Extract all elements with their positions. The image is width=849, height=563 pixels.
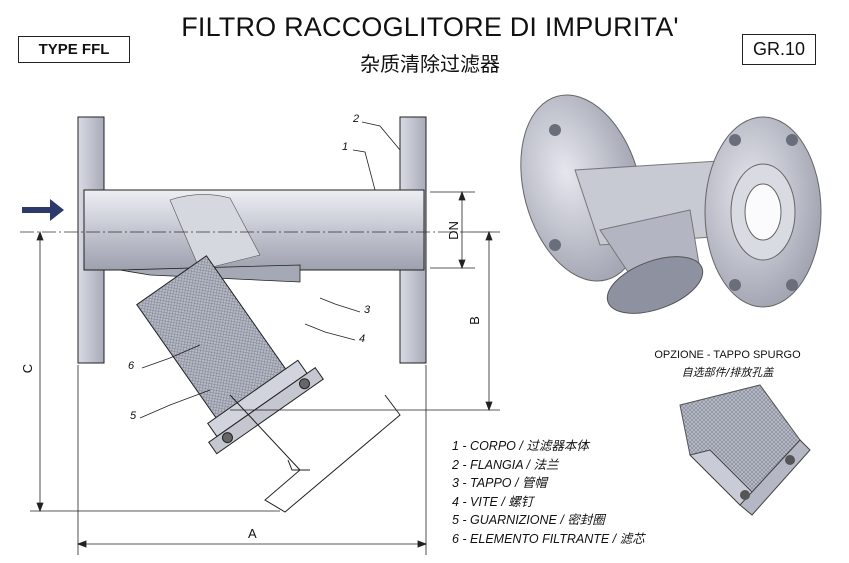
legend-item: 2 - FLANGIA / 法兰	[452, 457, 559, 472]
group-label: GR.10	[752, 39, 806, 59]
drain-plug-option-render	[679, 384, 811, 516]
callout-1: 1	[342, 141, 349, 153]
legend-item: 5 - GUARNIZIONE / 密封圈	[452, 513, 605, 527]
callout-6: 6	[128, 360, 135, 372]
callout-3: 3	[364, 304, 371, 316]
callout-leaders	[139, 121, 401, 419]
legend-item: 4 - VITE / 螺钉	[452, 494, 534, 509]
dim-label-dn: DN	[445, 221, 461, 240]
strainer-leg	[136, 255, 324, 455]
dim-label-c: C	[20, 363, 36, 374]
type-label-box: TYPE FFL	[18, 36, 130, 63]
callout-2: 2	[353, 113, 360, 125]
legend-item: 6 - ELEMENTO FILTRANTE / 滤芯	[452, 531, 645, 546]
legend-item: 1 - CORPO / 过滤器本体	[452, 439, 589, 453]
filter-3d-render	[520, 94, 822, 314]
page-title: FILTRO RACCOGLITORE DI IMPURITA'	[181, 12, 679, 42]
parts-legend: 1 - CORPO / 过滤器本体 2 - FLANGIA / 法兰 3 - T…	[452, 437, 645, 548]
dimension-lines	[30, 190, 500, 555]
legend-item: 3 - TAPPO / 管帽	[452, 476, 547, 490]
flow-arrow-icon	[22, 199, 64, 221]
screen-removal-outline	[229, 394, 401, 513]
callout-5: 5	[130, 410, 137, 422]
option-subtitle: 自选部件/排放孔盖	[681, 366, 774, 379]
group-label-box: GR.10	[742, 34, 816, 65]
callout-4: 4	[359, 333, 366, 345]
dim-label-a: A	[248, 526, 257, 541]
valve-body	[83, 189, 425, 283]
dim-label-b: B	[466, 316, 482, 325]
option-title: OPZIONE - TAPPO SPURGO	[654, 349, 801, 361]
type-label: TYPE FFL	[38, 41, 110, 58]
page-subtitle: 杂质清除过滤器	[360, 52, 500, 76]
